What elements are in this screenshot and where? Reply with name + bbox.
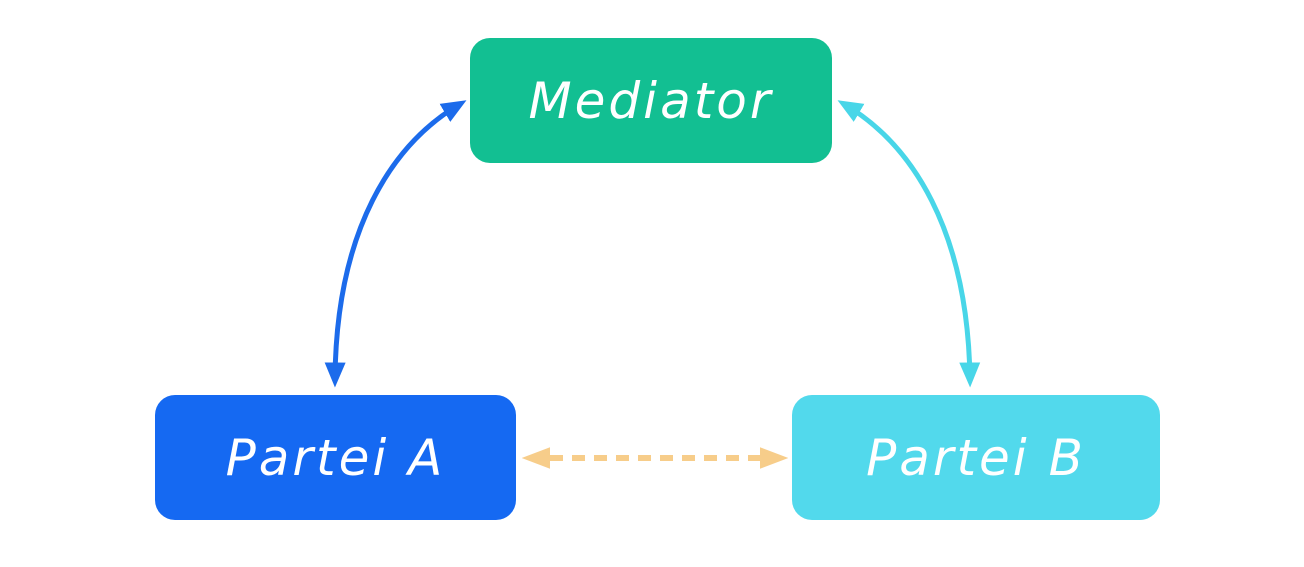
- node-label-mediator: Mediator: [528, 71, 774, 130]
- node-label-partei-b: Partei B: [866, 428, 1086, 487]
- node-partei-b: Partei B: [792, 395, 1160, 520]
- node-partei-a: Partei A: [155, 395, 516, 520]
- node-mediator: Mediator: [470, 38, 832, 163]
- node-label-partei-a: Partei A: [225, 428, 446, 487]
- edge-partei-a-mediator: [324, 100, 467, 388]
- edge-mediator-partei-b: [837, 100, 981, 388]
